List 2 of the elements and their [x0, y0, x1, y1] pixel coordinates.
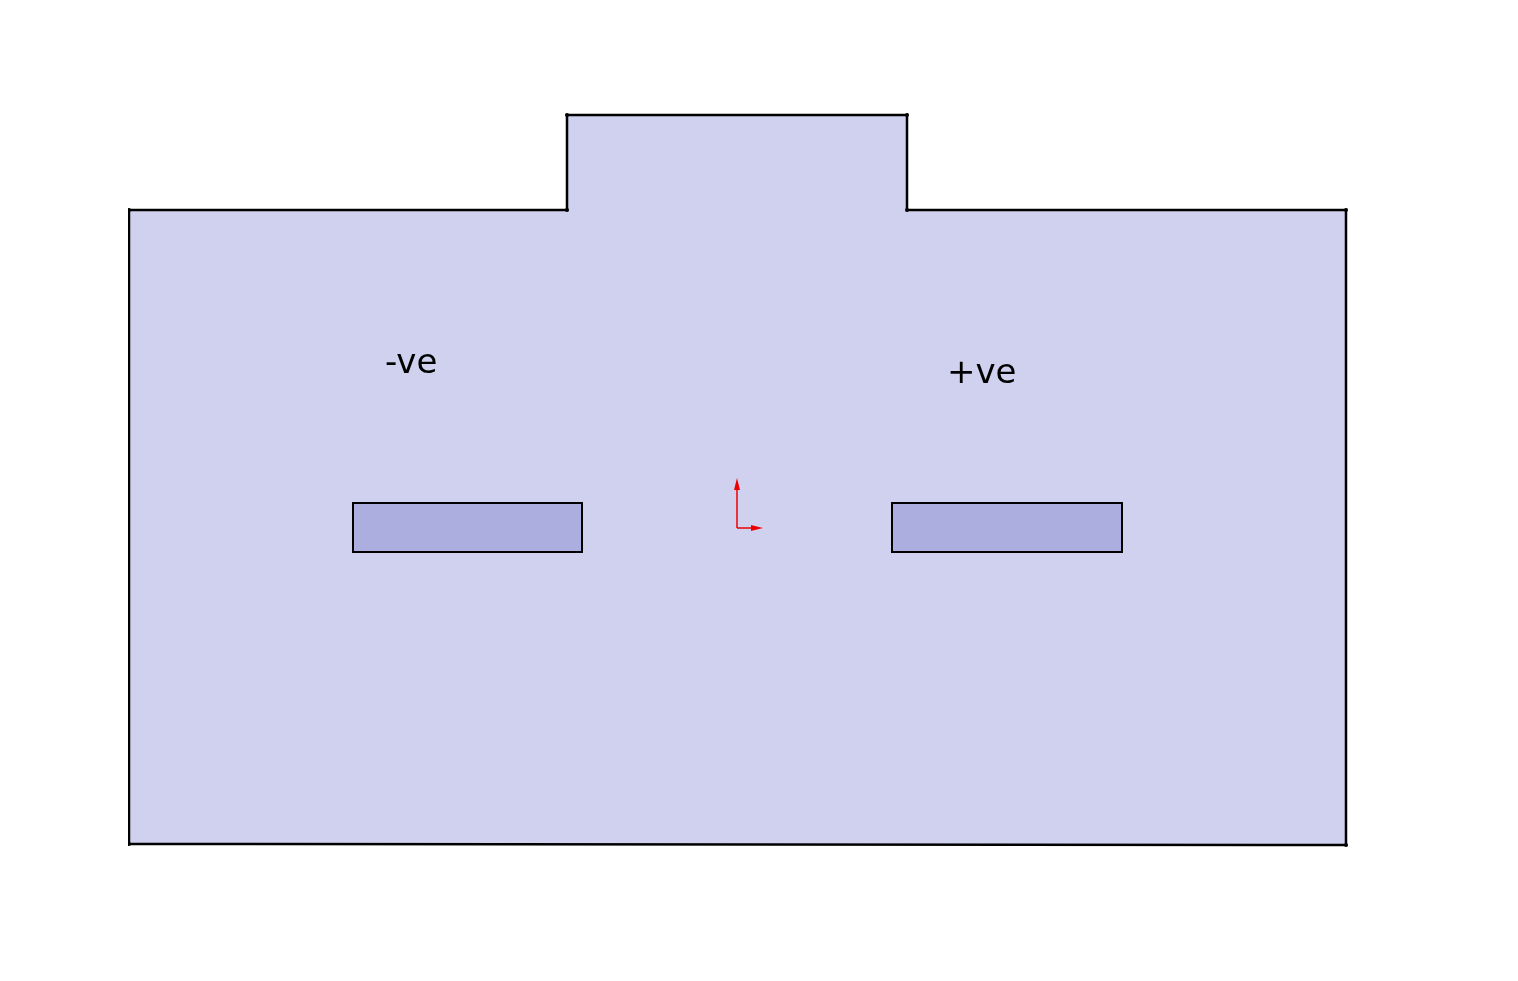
polarity-label: -ve — [385, 344, 438, 378]
polarity-label: +ve — [947, 354, 1017, 388]
